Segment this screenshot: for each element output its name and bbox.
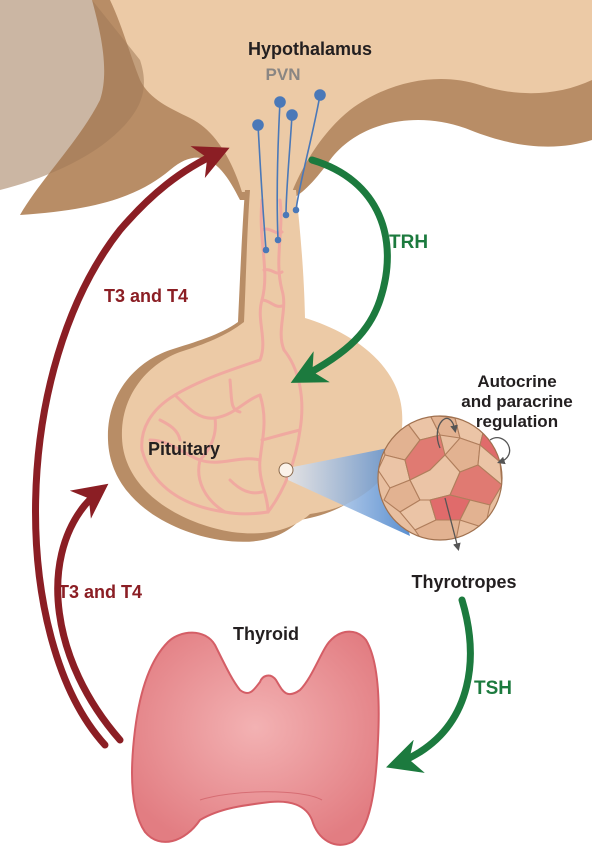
brain-tissue	[0, 0, 592, 215]
tsh-label: TSH	[474, 678, 512, 699]
pituitary-label: Pituitary	[148, 439, 220, 459]
trh-label: TRH	[389, 232, 428, 253]
pvn-label: PVN	[266, 65, 301, 84]
thyrotropes-label: Thyrotropes	[411, 572, 516, 592]
thyroid-label: Thyroid	[233, 624, 299, 644]
autocrine-label-line3: regulation	[476, 412, 558, 431]
t3-t4-lower-label: T3 and T4	[58, 582, 142, 602]
t3-t4-upper-label: T3 and T4	[104, 286, 188, 306]
autocrine-label-line2: and paracrine	[461, 392, 573, 411]
hypothalamus-label: Hypothalamus	[248, 39, 372, 59]
autocrine-label-line1: Autocrine	[477, 372, 556, 391]
thyroid-gland	[132, 632, 379, 845]
